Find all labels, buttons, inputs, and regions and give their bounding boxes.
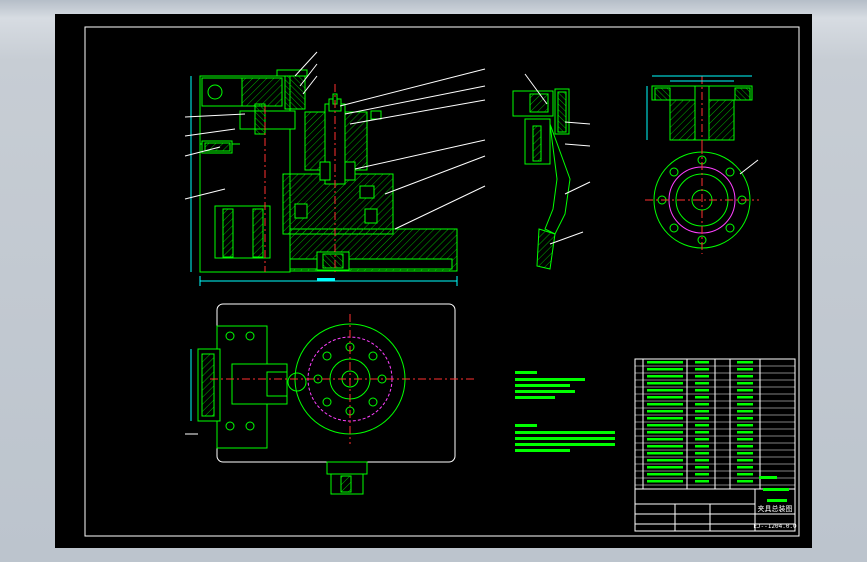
parts-row-material: [737, 452, 753, 455]
parts-row-name: [695, 438, 709, 441]
parts-row-code: [647, 403, 683, 406]
parts-row-material: [737, 480, 753, 483]
parts-row-material: [737, 361, 753, 364]
parts-row-material: [737, 459, 753, 462]
bushing-section-view: [646, 75, 753, 149]
bushing-plan-view: [645, 146, 759, 254]
parts-row-material: [737, 368, 753, 371]
parts-row-code: [647, 452, 683, 455]
parts-row-code: [647, 424, 683, 427]
parts-row-material: [737, 417, 753, 420]
technical-notes: [515, 371, 615, 452]
drawing-title-text: 夹具总装图: [758, 504, 793, 513]
parts-row-name: [695, 424, 709, 427]
parts-row-name: [695, 480, 709, 483]
parts-list: [634, 358, 796, 490]
parts-row-material: [737, 410, 753, 413]
parts-row-material: [737, 466, 753, 469]
parts-row-name: [695, 361, 709, 364]
parts-row-code: [647, 396, 683, 399]
parts-row-material: [737, 396, 753, 399]
parts-row-name: [695, 459, 709, 462]
parts-row-material: [737, 431, 753, 434]
drawing-sheet[interactable]: 夹具总装图 EJ--1204.0.0: [55, 14, 812, 548]
parts-row-name: [695, 431, 709, 434]
parts-row-code: [647, 361, 683, 364]
drawing-number-text: EJ--1204.0.0: [753, 523, 797, 530]
parts-row-code: [647, 466, 683, 469]
parts-row-name: [695, 473, 709, 476]
parts-row-material: [737, 438, 753, 441]
parts-row-code: [647, 431, 683, 434]
parts-row-code: [647, 368, 683, 371]
drawing-frame: [84, 26, 800, 537]
parts-row-code: [647, 410, 683, 413]
parts-row-name: [695, 410, 709, 413]
lever-side-view: [512, 73, 591, 270]
parts-row-name: [695, 445, 709, 448]
parts-row-material: [737, 403, 753, 406]
parts-row-code: [647, 417, 683, 420]
parts-row-name: [695, 396, 709, 399]
parts-row-name: [695, 375, 709, 378]
parts-row-name: [695, 466, 709, 469]
parts-row-code: [647, 382, 683, 385]
parts-row-name: [695, 389, 709, 392]
parts-row-name: [695, 382, 709, 385]
parts-row-name: [695, 417, 709, 420]
parts-row-code: [647, 480, 683, 483]
parts-row-code: [647, 445, 683, 448]
parts-row-material: [737, 389, 753, 392]
parts-row-name: [695, 368, 709, 371]
title-block: 夹具总装图 EJ--1204.0.0: [634, 476, 797, 532]
plan-view: [185, 303, 475, 495]
parts-row-material: [737, 382, 753, 385]
parts-rows: [635, 361, 795, 486]
front-view: [184, 51, 486, 286]
parts-row-material: [737, 375, 753, 378]
parts-row-code: [647, 459, 683, 462]
parts-row-material: [737, 473, 753, 476]
parts-row-code: [647, 375, 683, 378]
parts-row-name: [695, 452, 709, 455]
parts-row-material: [737, 445, 753, 448]
parts-row-material: [737, 424, 753, 427]
parts-row-code: [647, 438, 683, 441]
parts-row-code: [647, 473, 683, 476]
parts-row-code: [647, 389, 683, 392]
parts-row-name: [695, 403, 709, 406]
cad-drawing-canvas[interactable]: 夹具总装图 EJ--1204.0.0: [55, 14, 812, 548]
